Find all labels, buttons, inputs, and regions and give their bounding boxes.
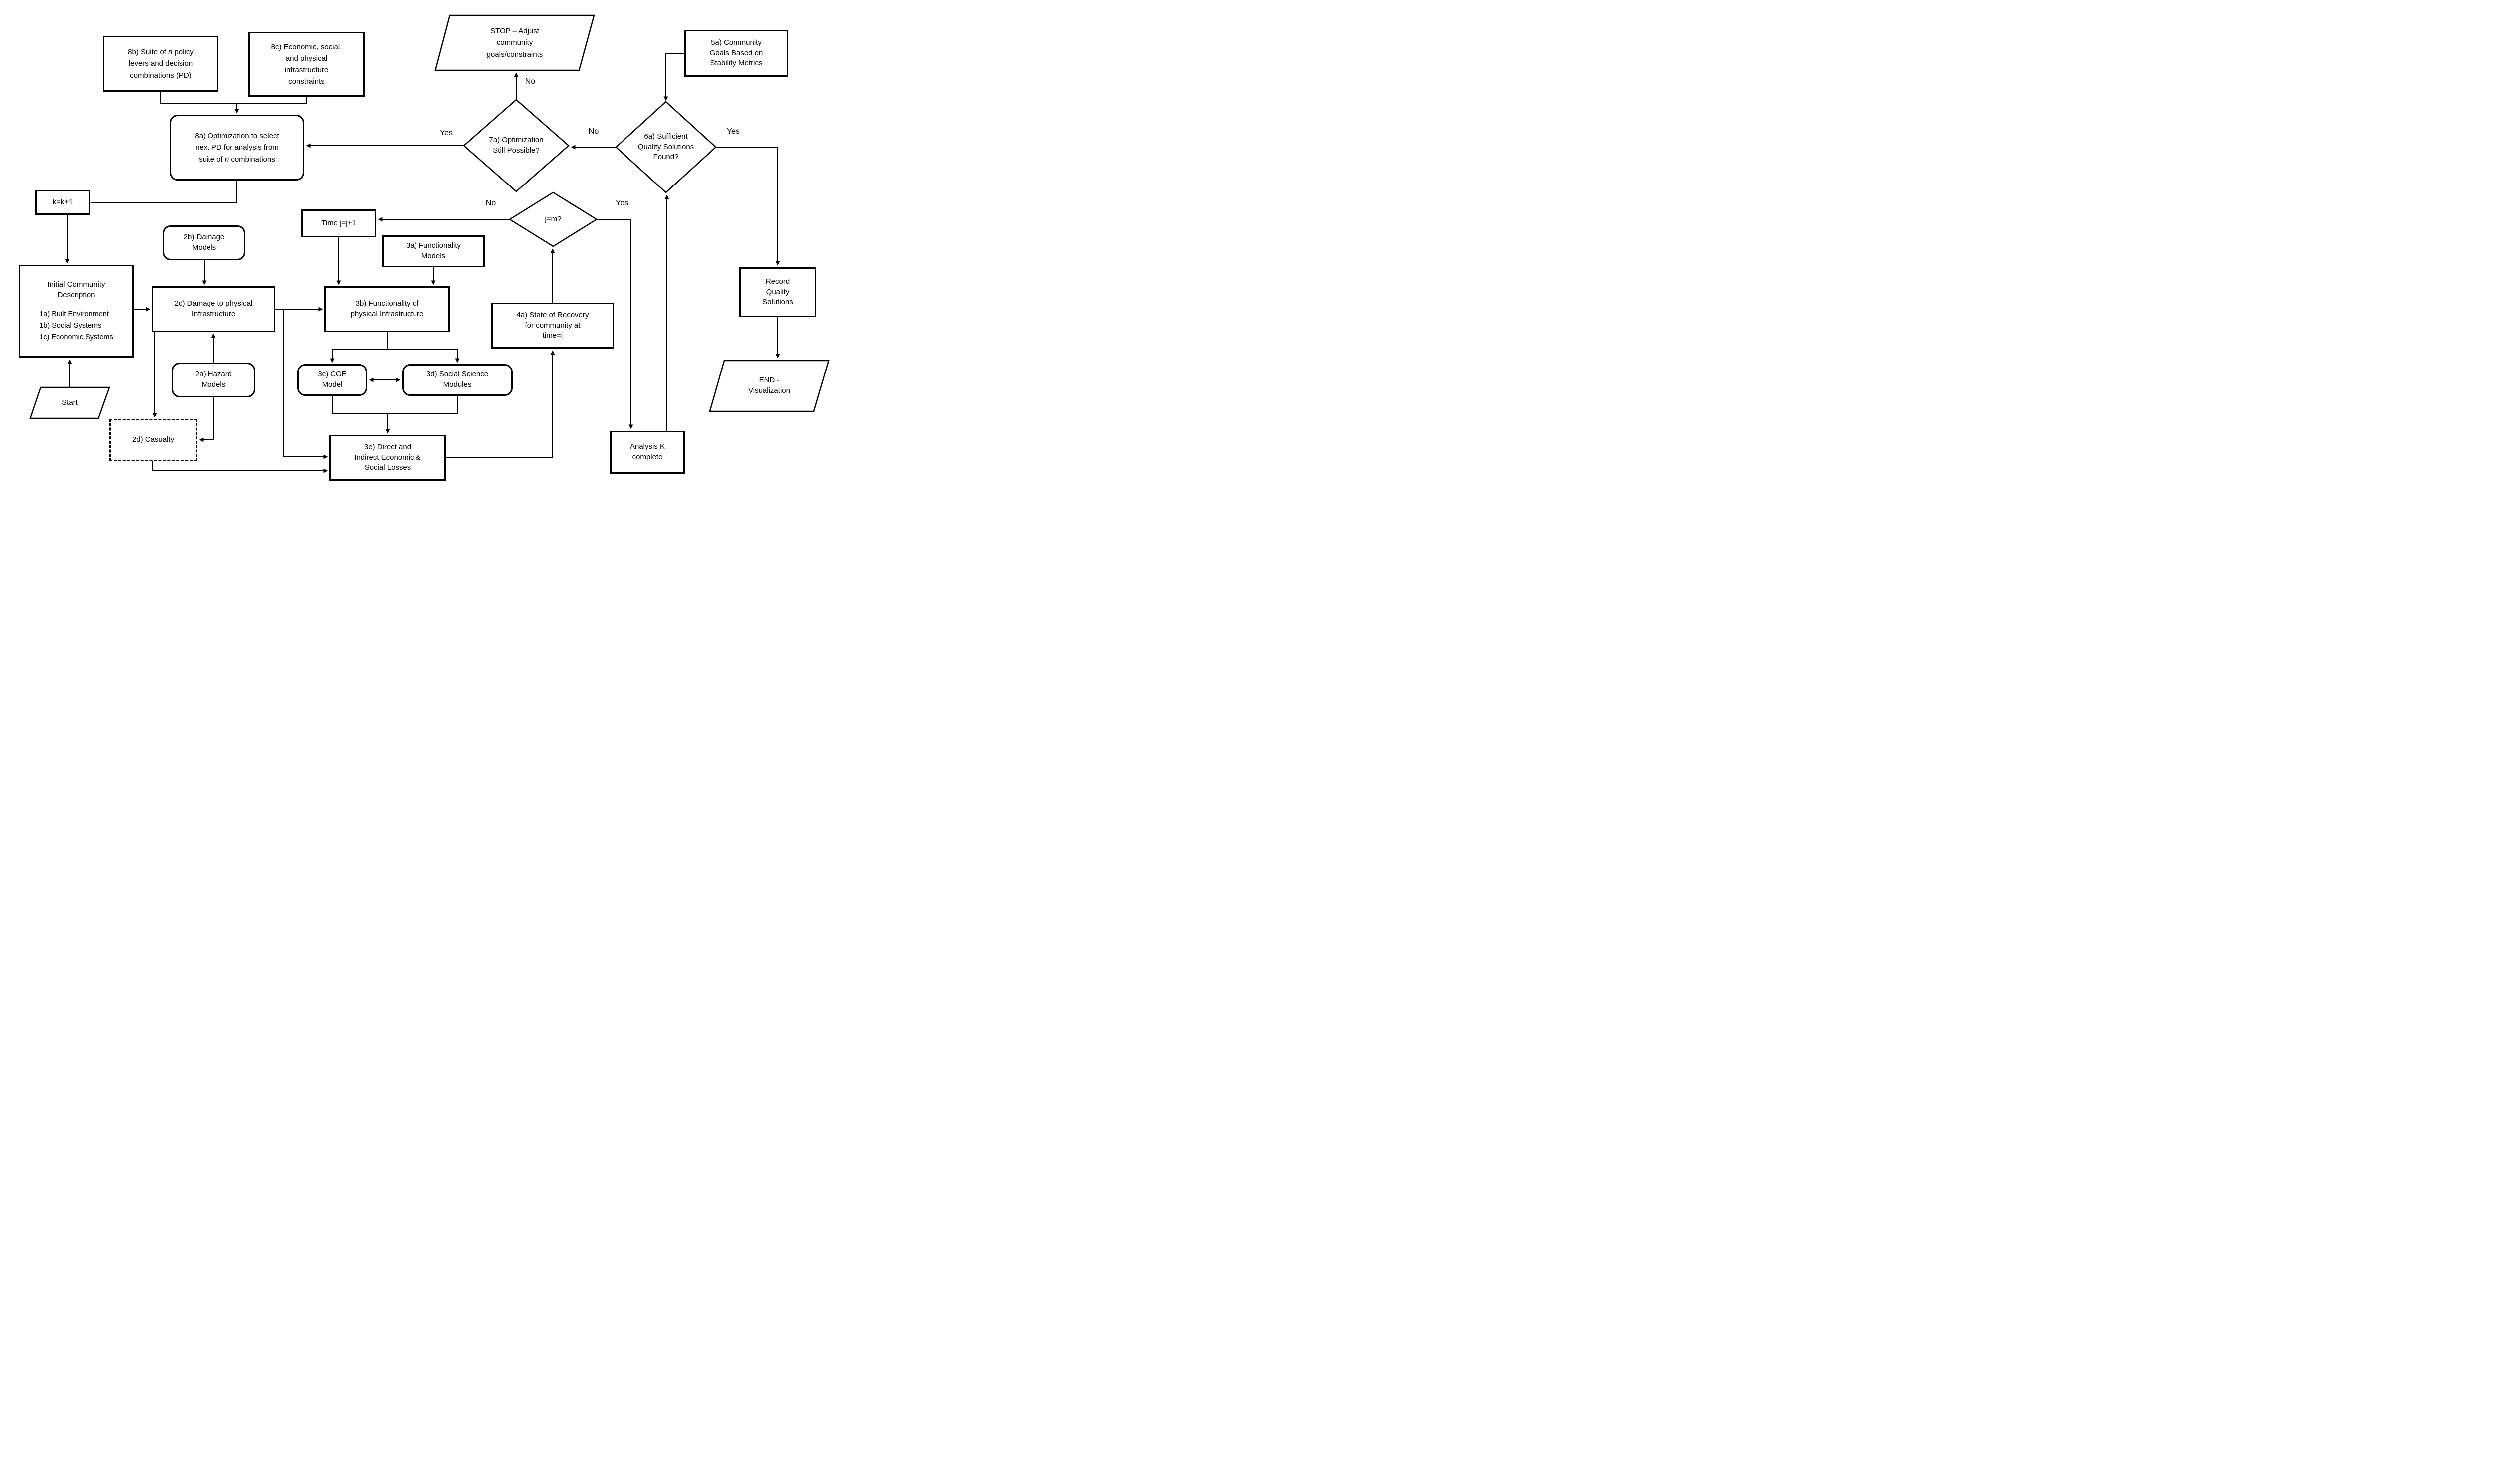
node-2c-label: 2c) Damage to physical Infrastructure bbox=[174, 299, 253, 318]
edge-2c-to-3e bbox=[283, 309, 328, 459]
item-1c-economic-systems: 1c) Economic Systems bbox=[39, 333, 113, 342]
node-8b-text-post: policy levers and decision combinations … bbox=[128, 48, 194, 80]
edge-3c-3d-merge bbox=[332, 396, 458, 414]
node-initial-community-description: Initial Community Description 1a) Built … bbox=[19, 265, 134, 358]
node-8b-text-pre: 8b) Suite of bbox=[128, 48, 168, 57]
node-3a-functionality-models: 3a) Functionality Models bbox=[382, 235, 485, 267]
edge-jm-yes-to-analysis bbox=[597, 219, 633, 429]
stop-parallelogram-shape bbox=[434, 14, 595, 71]
node-end-visualization: END - Visualization bbox=[709, 360, 829, 412]
label-no-7a-to-stop: No bbox=[525, 77, 536, 86]
decision-7a-diamond-shape bbox=[463, 99, 570, 192]
node-4a-label: 4a) State of Recovery for community at t… bbox=[516, 310, 589, 340]
node-8b-text-n: n bbox=[168, 48, 173, 57]
node-3b-functionality-physical-infrastructure: 3b) Functionality of physical Infrastruc… bbox=[324, 286, 450, 332]
node-2a-label: 2a) Hazard Models bbox=[195, 370, 232, 389]
end-parallelogram-shape bbox=[709, 360, 830, 412]
node-time-increment: Time j=j+1 bbox=[301, 209, 376, 237]
node-2c-damage-physical-infrastructure: 2c) Damage to physical Infrastructure bbox=[152, 286, 275, 332]
edge-2d-to-3e bbox=[152, 461, 328, 473]
label-yes-6a-to-record: Yes bbox=[726, 127, 740, 136]
connector-layer bbox=[29, 14, 830, 473]
decision-jm-diamond-shape bbox=[508, 191, 598, 247]
node-3c-label: 3c) CGE Model bbox=[318, 370, 347, 389]
label-yes-7a-to-8a: Yes bbox=[439, 129, 453, 137]
item-1b-social-systems: 1b) Social Systems bbox=[39, 321, 102, 330]
node-8a-text-post: combinations bbox=[229, 155, 275, 164]
node-2b-label: 2b) Damage Models bbox=[183, 233, 225, 252]
node-stop-adjust-goals: STOP – Adjust community goals/constraint… bbox=[435, 15, 595, 71]
node-2a-hazard-models: 2a) Hazard Models bbox=[172, 363, 255, 397]
flowchart-canvas: 8b) Suite of n policy levers and decisio… bbox=[0, 0, 840, 495]
item-1a-built-environment: 1a) Built Environment bbox=[39, 310, 109, 318]
node-8b-policy-lever-suite: 8b) Suite of n policy levers and decisio… bbox=[103, 36, 218, 92]
edge-3b-split bbox=[332, 332, 457, 350]
node-k-label: k=k+1 bbox=[52, 197, 73, 206]
node-analysis-label: Analysis K complete bbox=[629, 442, 665, 461]
node-3d-label: 3d) Social Science Modules bbox=[426, 370, 489, 389]
node-start-label: Start bbox=[62, 398, 78, 407]
edge-3e-to-4a bbox=[446, 350, 555, 458]
node-time-label: Time j=j+1 bbox=[321, 218, 356, 227]
node-2d-casualty: 2d) Casualty bbox=[109, 419, 197, 461]
label-yes-jm-to-analysis: Yes bbox=[615, 199, 629, 207]
decision-jm-label: j=m? bbox=[545, 214, 562, 223]
decision-jm-time-check: j=m? bbox=[509, 192, 597, 247]
node-8a-text-pre: 8a) Optimization to select next PD for a… bbox=[195, 132, 279, 164]
decision-7a-optimization-still-possible: 7a) Optimization Still Possible? bbox=[463, 99, 569, 192]
label-no-6a-to-7a: No bbox=[588, 127, 599, 136]
node-3a-label: 3a) Functionality Models bbox=[406, 241, 461, 260]
node-record-quality-solutions: Record Quality Solutions bbox=[739, 267, 816, 317]
node-k-increment: k=k+1 bbox=[35, 190, 90, 215]
decision-6a-diamond-shape bbox=[615, 101, 717, 193]
edge-2a-to-2d bbox=[199, 397, 214, 442]
label-no-jm-to-time: No bbox=[485, 199, 496, 207]
decision-6a-label: 6a) Sufficient Quality Solutions Found? bbox=[637, 132, 694, 162]
node-end-label: END - Visualization bbox=[748, 376, 790, 395]
initial-community-title: Initial Community Description bbox=[47, 280, 105, 299]
edge-6a-yes-to-record bbox=[716, 147, 780, 266]
node-3e-label: 3e) Direct and Indirect Economic & Socia… bbox=[354, 442, 421, 472]
node-3e-economic-social-losses: 3e) Direct and Indirect Economic & Socia… bbox=[329, 435, 446, 481]
edge-8a-to-k bbox=[91, 181, 237, 203]
node-2b-damage-models: 2b) Damage Models bbox=[163, 225, 245, 260]
decision-6a-sufficient-quality-solutions: 6a) Sufficient Quality Solutions Found? bbox=[616, 101, 716, 193]
node-8c-constraints: 8c) Economic, social, and physical infra… bbox=[248, 32, 365, 97]
node-3d-social-science-modules: 3d) Social Science Modules bbox=[402, 364, 513, 396]
node-4a-state-of-recovery: 4a) State of Recovery for community at t… bbox=[491, 303, 614, 349]
node-2d-label: 2d) Casualty bbox=[132, 435, 175, 444]
node-5a-label: 5a) Community Goals Based on Stability M… bbox=[709, 38, 763, 68]
node-8c-label: 8c) Economic, social, and physical infra… bbox=[271, 42, 342, 86]
node-8a-optimization: 8a) Optimization to select next PD for a… bbox=[170, 115, 304, 181]
node-5a-community-goals: 5a) Community Goals Based on Stability M… bbox=[684, 30, 788, 77]
edge-8b-8c-merge bbox=[160, 92, 307, 104]
node-3c-cge-model: 3c) CGE Model bbox=[297, 364, 367, 396]
node-record-label: Record Quality Solutions bbox=[762, 277, 793, 307]
edge-5a-to-6a bbox=[663, 53, 684, 101]
node-analysis-k-complete: Analysis K complete bbox=[610, 431, 685, 474]
start-parallelogram-shape bbox=[29, 386, 110, 419]
node-8a-text-n: n bbox=[224, 155, 229, 164]
initial-community-items: 1a) Built Environment 1b) Social Systems… bbox=[39, 309, 113, 344]
node-3b-label: 3b) Functionality of physical Infrastruc… bbox=[350, 299, 424, 318]
node-stop-label: STOP – Adjust community goals/constraint… bbox=[486, 27, 543, 59]
decision-7a-label: 7a) Optimization Still Possible? bbox=[489, 136, 544, 155]
node-start: Start bbox=[30, 387, 110, 419]
